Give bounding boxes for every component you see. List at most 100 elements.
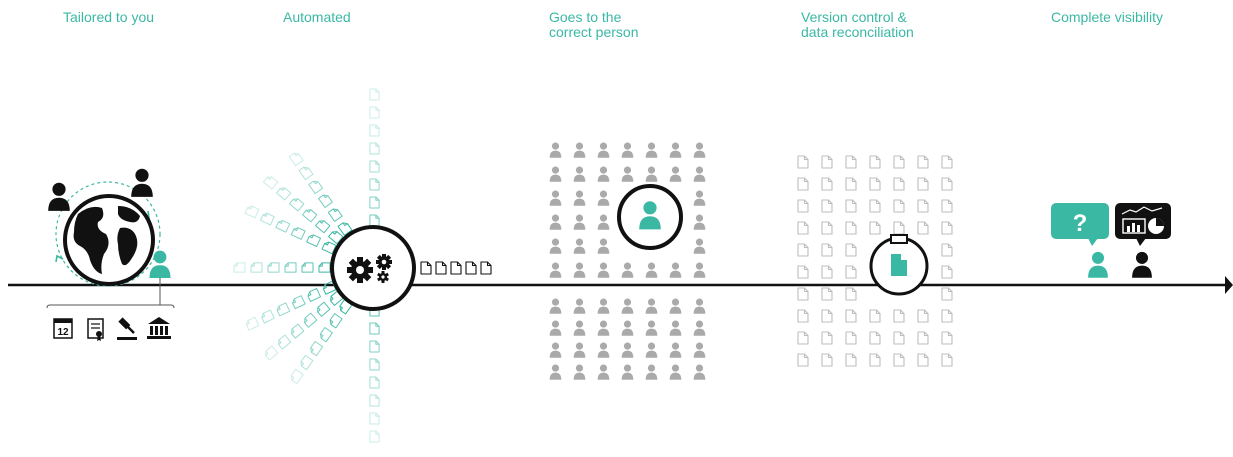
- person-icon: [573, 364, 586, 380]
- person-icon: [597, 364, 610, 380]
- person-icon: [693, 214, 706, 230]
- document-icon: [797, 309, 809, 323]
- document-icon: [327, 206, 343, 222]
- document-icon: [797, 331, 809, 345]
- document-icon: [302, 207, 318, 223]
- person-icon: [693, 142, 706, 158]
- document-icon: [869, 221, 881, 235]
- person-icon: [621, 320, 634, 336]
- document-icon: [941, 243, 953, 257]
- calendar-icon: 12: [53, 318, 73, 339]
- document-icon: [821, 155, 833, 169]
- orbit-tick-icon: [55, 254, 64, 263]
- document-icon: [369, 124, 380, 137]
- person-icon: [573, 262, 586, 278]
- stage-correct-person-graphic: [549, 142, 706, 380]
- person-icon: [549, 342, 562, 358]
- reconciled-document-icon: [869, 234, 929, 296]
- document-icon: [369, 394, 380, 407]
- person-icon: [573, 190, 586, 206]
- document-icon: [893, 221, 905, 235]
- person-icon: [645, 142, 658, 158]
- document-icon: [290, 225, 306, 240]
- stage-label-visibility: Complete visibility: [1051, 10, 1163, 25]
- document-icon: [941, 221, 953, 235]
- gavel-icon: [117, 317, 137, 340]
- document-icon: [941, 265, 953, 279]
- stage-label-correct-person: Goes to the correct person: [549, 10, 638, 40]
- selected-person-icon: [617, 184, 683, 250]
- stage-label-correct-person-line1: Goes to the: [549, 9, 622, 25]
- document-icon: [917, 177, 929, 191]
- person-icon: [693, 166, 706, 182]
- document-icon: [797, 155, 809, 169]
- stage-label-tailored-line1: Tailored to you: [63, 9, 155, 25]
- person-icon: [1088, 251, 1108, 278]
- document-icon: [941, 155, 953, 169]
- document-icon: [288, 368, 304, 385]
- person-icon: [573, 238, 586, 254]
- person-icon: [573, 166, 586, 182]
- document-icon: [233, 262, 246, 273]
- document-icon: [480, 261, 492, 275]
- person-icon: [573, 142, 586, 158]
- stage-label-visibility-line1: Complete visibility: [1051, 9, 1164, 25]
- person-icon: [549, 214, 562, 230]
- person-icon: [597, 190, 610, 206]
- person-icon: [669, 364, 682, 380]
- person-icon: [131, 168, 153, 197]
- person-icon: [549, 166, 562, 182]
- stage-automated-graphic: [233, 88, 492, 443]
- person-icon: [597, 238, 610, 254]
- person-icon: [693, 342, 706, 358]
- document-icon: [275, 302, 291, 317]
- person-icon: [693, 238, 706, 254]
- document-icon: [298, 354, 314, 371]
- document-icon: [369, 214, 380, 227]
- document-icon: [369, 88, 380, 101]
- document-icon: [250, 262, 263, 273]
- document-icon: [869, 177, 881, 191]
- document-icon: [917, 199, 929, 213]
- document-icon: [941, 199, 953, 213]
- stage-label-version-control: Version control & data reconciliation: [801, 10, 914, 40]
- stage-label-automated: Automated: [283, 10, 351, 25]
- document-icon: [369, 322, 380, 335]
- person-icon: [669, 166, 682, 182]
- stage-version-control-graphic: [797, 155, 953, 367]
- person-icon: [573, 214, 586, 230]
- document-icon: [369, 376, 380, 389]
- person-icon: [645, 364, 658, 380]
- person-icon: [1132, 251, 1152, 278]
- person-icon: [669, 342, 682, 358]
- document-icon: [797, 287, 809, 301]
- stage-label-automated-line1: Automated: [283, 9, 351, 25]
- person-icon: [573, 298, 586, 314]
- person-icon: [573, 342, 586, 358]
- person-icon: [621, 166, 634, 182]
- person-icon: [693, 320, 706, 336]
- person-icon: [693, 262, 706, 278]
- person-icon: [597, 298, 610, 314]
- person-icon: [597, 166, 610, 182]
- document-icon: [262, 174, 279, 190]
- person-icon: [597, 262, 610, 278]
- globe-icon: [63, 194, 155, 286]
- document-icon: [450, 261, 462, 275]
- stage-label-version-control-line1: Version control &: [801, 9, 907, 25]
- document-icon: [315, 301, 331, 317]
- document-icon: [327, 313, 343, 329]
- document-icon: [308, 340, 324, 357]
- document-icon: [306, 287, 322, 302]
- document-icon: [797, 177, 809, 191]
- document-icon: [869, 353, 881, 367]
- person-icon: [597, 342, 610, 358]
- person-icon: [48, 182, 70, 211]
- person-icon: [549, 364, 562, 380]
- document-icon: [308, 178, 324, 195]
- person-icon: [621, 262, 634, 278]
- document-icon: [797, 353, 809, 367]
- document-icon: [369, 412, 380, 425]
- document-icon: [284, 262, 297, 273]
